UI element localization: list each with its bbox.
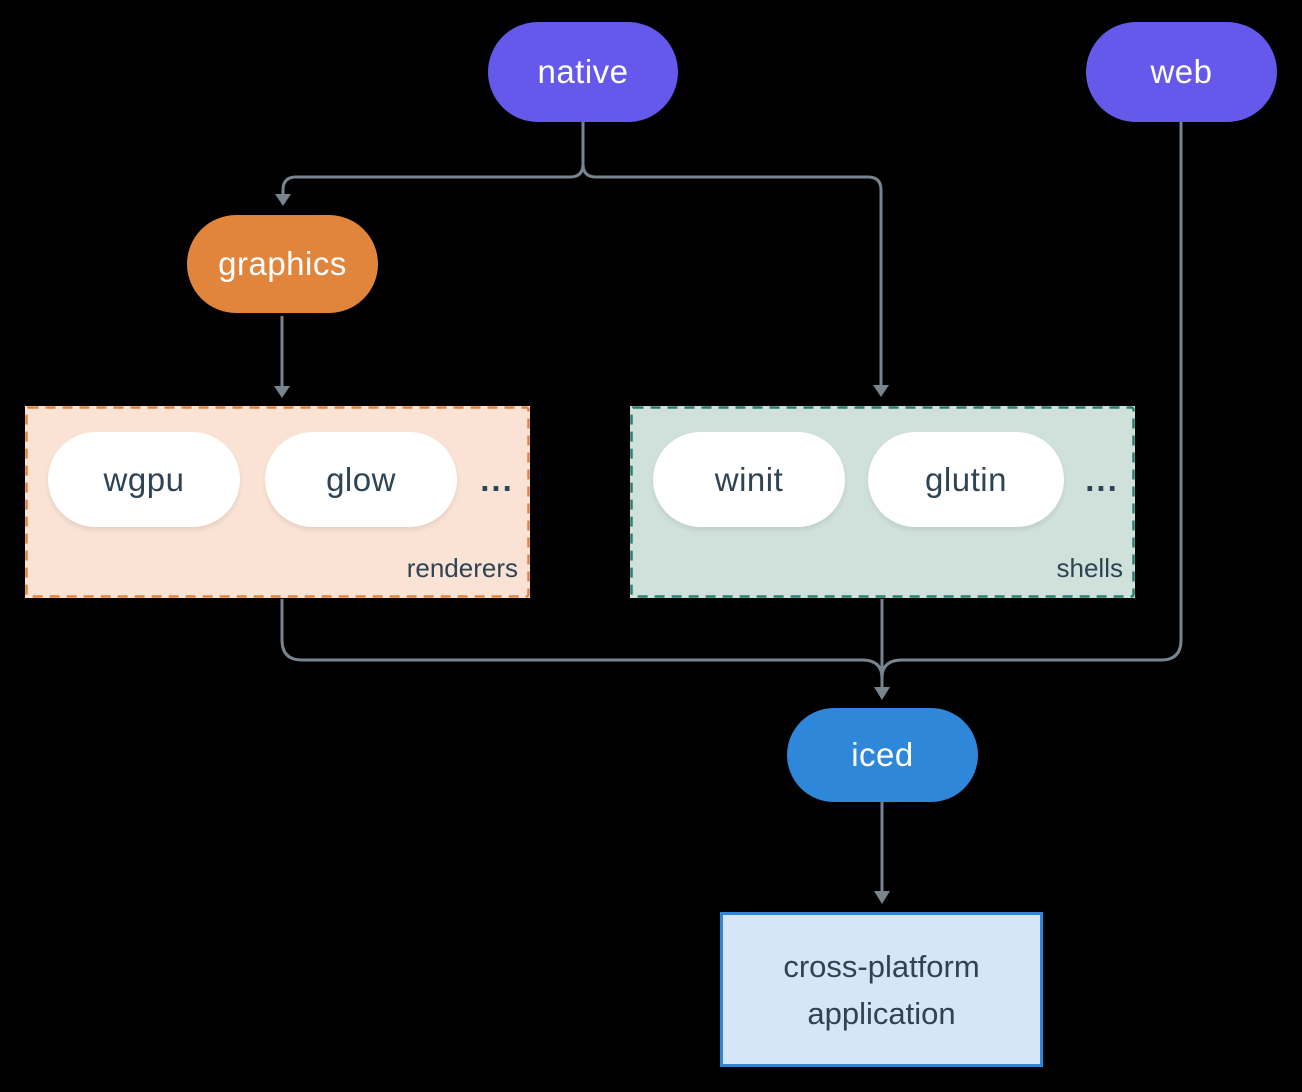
node-cross-platform-application: cross-platform application xyxy=(720,912,1043,1067)
pill-glutin: glutin xyxy=(868,432,1064,527)
edge-web-iced xyxy=(880,122,1183,679)
edge-native-shells xyxy=(581,122,883,385)
renderers-label: renderers xyxy=(406,553,518,583)
pill-winit: winit xyxy=(653,432,845,527)
arrowhead-into-graphics xyxy=(275,194,291,206)
shells-label: shells xyxy=(1056,553,1123,583)
pill-wgpu: wgpu xyxy=(48,432,240,527)
pill-glow: glow xyxy=(265,432,457,527)
arrowhead-into-shells xyxy=(873,385,889,397)
arrowhead-into-application xyxy=(874,891,890,904)
edge-renderers-iced xyxy=(280,599,884,679)
node-iced: iced xyxy=(787,708,978,802)
group-renderers: wgpu glow ... renderers xyxy=(25,406,530,598)
application-label-line2: application xyxy=(807,995,956,1031)
group-shells: winit glutin ... shells xyxy=(630,406,1135,598)
node-web: web xyxy=(1086,22,1277,122)
node-graphics: graphics xyxy=(187,215,378,313)
arrowhead-into-iced xyxy=(874,687,890,700)
edge-native-graphics xyxy=(281,122,585,194)
renderers-ellipsis: ... xyxy=(480,460,514,498)
node-native: native xyxy=(488,22,678,122)
application-label-line1: cross-platform xyxy=(783,948,980,984)
arrowhead-into-renderers xyxy=(274,386,290,398)
shells-ellipsis: ... xyxy=(1085,460,1119,498)
